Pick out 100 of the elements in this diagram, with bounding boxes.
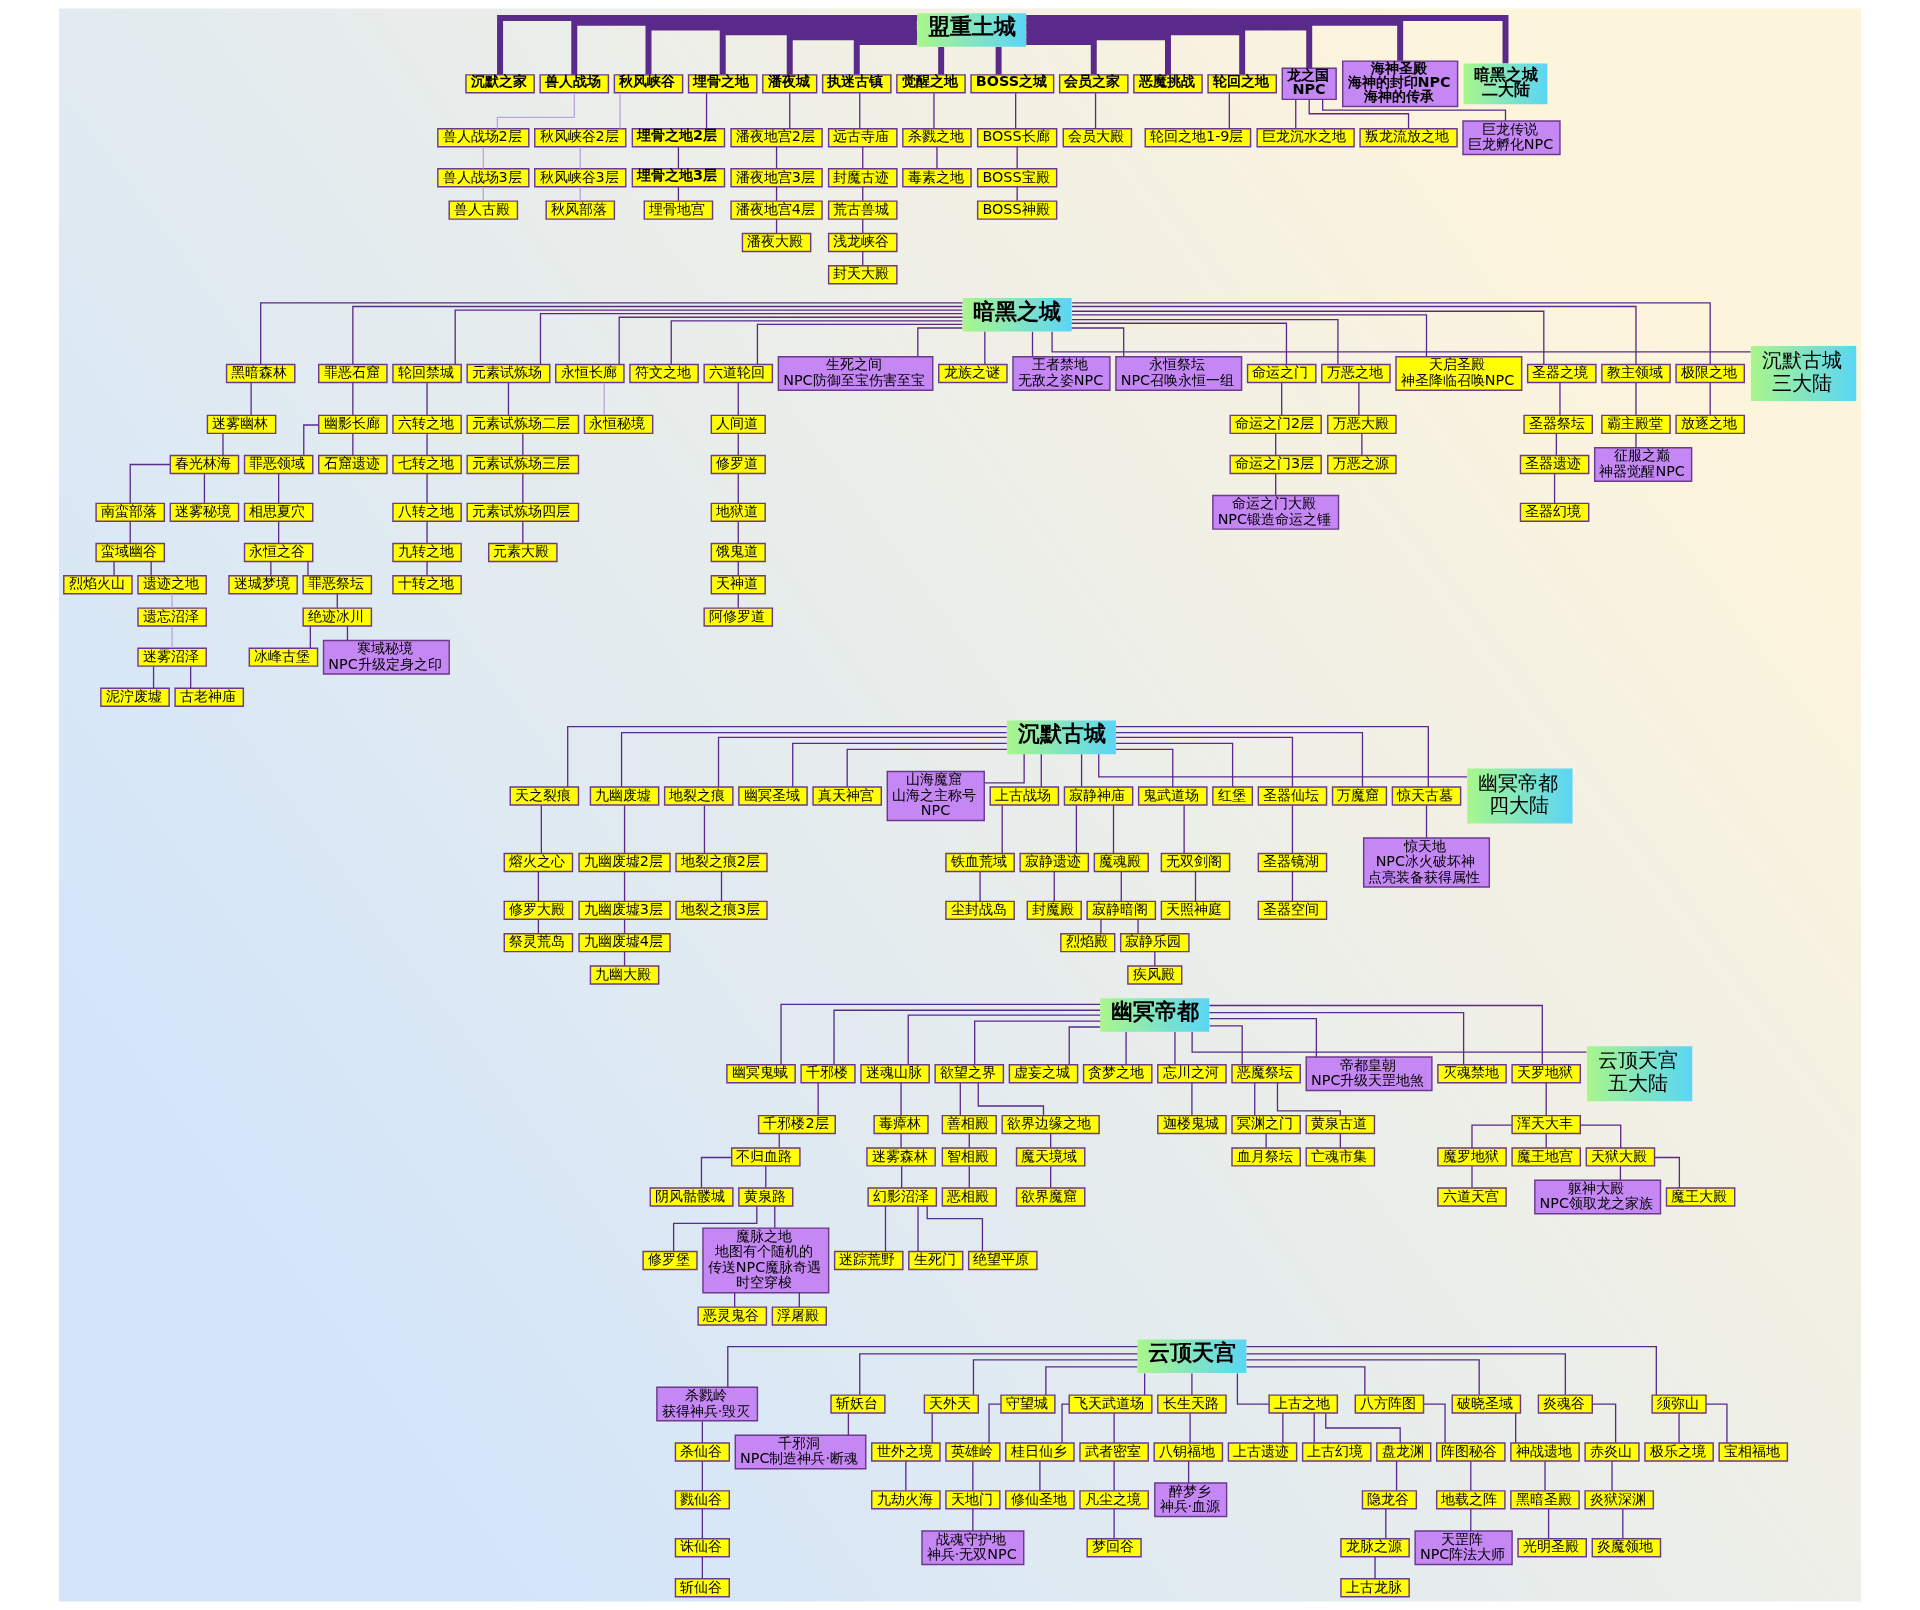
node-box: 九幽废墟2层 — [578, 852, 671, 873]
node-box: 世外之境 — [871, 1442, 941, 1462]
node-box: 生死门 — [908, 1250, 964, 1271]
node-box: 九幽废墟4层 — [578, 932, 671, 953]
connector — [260, 302, 964, 365]
connector — [972, 1508, 974, 1532]
connector — [1016, 186, 1018, 202]
connector — [1611, 1460, 1613, 1492]
node-box: 天照神庭 — [1160, 900, 1231, 921]
node-box: 善相殿 — [941, 1114, 997, 1135]
connector — [352, 305, 963, 365]
connector — [984, 331, 986, 365]
node-box: 烈焰殿 — [1060, 932, 1116, 953]
connector — [1308, 98, 1410, 130]
node-box: 九幽废墟3层 — [578, 900, 671, 921]
connector — [507, 382, 510, 416]
connector — [1208, 1012, 1465, 1066]
node-box: 远古寺庙 — [827, 128, 898, 148]
node-box: 命运之门 — [1246, 363, 1317, 384]
node-box: 千邪楼2层 — [757, 1114, 836, 1135]
connector — [775, 146, 778, 170]
connector — [719, 29, 918, 75]
node-box: 神战遗地 — [1510, 1442, 1580, 1462]
connector — [1275, 473, 1277, 497]
connector — [540, 804, 543, 854]
node-box: 八钥福地 — [1153, 1442, 1224, 1462]
node-box: 宝相福地 — [1718, 1442, 1789, 1462]
node-box: 圣器之境 — [1526, 363, 1597, 384]
connector — [917, 327, 963, 358]
connector — [1265, 1133, 1267, 1149]
connector — [701, 1508, 703, 1540]
connector — [1322, 98, 1507, 122]
node-box: 圣器遗迹 — [1519, 454, 1590, 475]
node-box: 戮仙谷 — [674, 1490, 730, 1510]
connector — [936, 146, 938, 170]
connector — [1245, 1366, 1366, 1396]
node-box: 魔王地宫 — [1511, 1147, 1582, 1167]
connector — [1295, 99, 1297, 130]
connector — [1071, 318, 1339, 365]
node-box: 迷雾沼泽 — [137, 647, 207, 667]
connector — [1228, 92, 1230, 130]
node-box: 虚妄之城 — [1008, 1064, 1079, 1084]
node-box: 永恒秘境 — [583, 414, 654, 435]
node-box: 幽冥帝都 四大陆 — [1467, 768, 1573, 824]
connector — [620, 731, 1008, 788]
node-box: 恶魔祭坛 — [1231, 1064, 1301, 1084]
node-box: 万恶之源 — [1327, 454, 1397, 475]
connector — [171, 593, 173, 609]
connector — [1100, 918, 1102, 934]
connector — [933, 92, 935, 130]
connector — [977, 1082, 1045, 1116]
connector — [1189, 1412, 1191, 1444]
node-box: 天外天 — [923, 1394, 979, 1414]
connector — [1705, 1403, 1728, 1444]
node-box: 十转之地 — [392, 575, 462, 595]
connector — [737, 473, 739, 504]
node-box: 炎狱深渊 — [1584, 1490, 1655, 1510]
node-box: 炎魂谷 — [1537, 1394, 1593, 1414]
node-box: 永恒之谷 — [243, 542, 314, 563]
node-box: 灭魂禁地 — [1437, 1064, 1507, 1084]
node-box: 命运之门3层 — [1229, 454, 1322, 475]
connector — [884, 1205, 887, 1253]
connector — [1374, 1556, 1376, 1580]
connector — [786, 34, 918, 75]
node-box: 地狱道 — [710, 502, 766, 523]
connector — [1071, 327, 1125, 358]
connector — [1001, 804, 1003, 854]
node-box: 武者密室 — [1079, 1442, 1149, 1462]
node-box: 沉默之家 — [465, 74, 535, 94]
connector — [846, 748, 1008, 788]
node-box: 圣器仙坛 — [1257, 786, 1328, 806]
node-box: 潘夜地宫3层 — [730, 168, 823, 188]
node-box: 天狱大殿 — [1585, 1147, 1656, 1167]
node-box: 欲望之界 — [934, 1064, 1005, 1084]
node-box: 永恒祭坛 NPC召唤永恒一组 — [1115, 356, 1243, 391]
node-box: 惊天地 NPC冰火破坏神 点亮装备获得属性 — [1362, 837, 1491, 888]
connector — [309, 625, 312, 649]
node-box: 生死之间 NPC防御至宝伤害至宝 — [777, 356, 934, 391]
connector — [1361, 433, 1363, 456]
connector — [1068, 1026, 1101, 1066]
connector — [522, 521, 524, 544]
node-box: 杀戮之地 — [902, 128, 972, 148]
connector — [1191, 1372, 1193, 1396]
node-box: 迷魂山脉 — [860, 1064, 930, 1084]
connector — [670, 320, 963, 365]
connector — [1039, 1460, 1041, 1492]
node-box: 迷雾幽林 — [206, 414, 277, 435]
connector — [774, 1205, 776, 1229]
connector — [1113, 1508, 1115, 1540]
node-box: 沉默古城 三大陆 — [1750, 345, 1857, 402]
node-box: 六道天宫 — [1437, 1187, 1507, 1207]
node-box: 秋风峡谷2层 — [534, 128, 627, 148]
node-box: 封天大殿 — [827, 265, 898, 285]
node-box: 元素试炼场 — [466, 363, 551, 384]
node-box: 山海魔窟 山海之主称号 NPC — [886, 770, 985, 822]
node-box: 潘夜大殿 — [741, 232, 812, 253]
connector — [1080, 753, 1083, 788]
connector — [537, 871, 540, 902]
node-box: 修罗大殿 — [503, 900, 574, 921]
connector — [938, 47, 945, 75]
